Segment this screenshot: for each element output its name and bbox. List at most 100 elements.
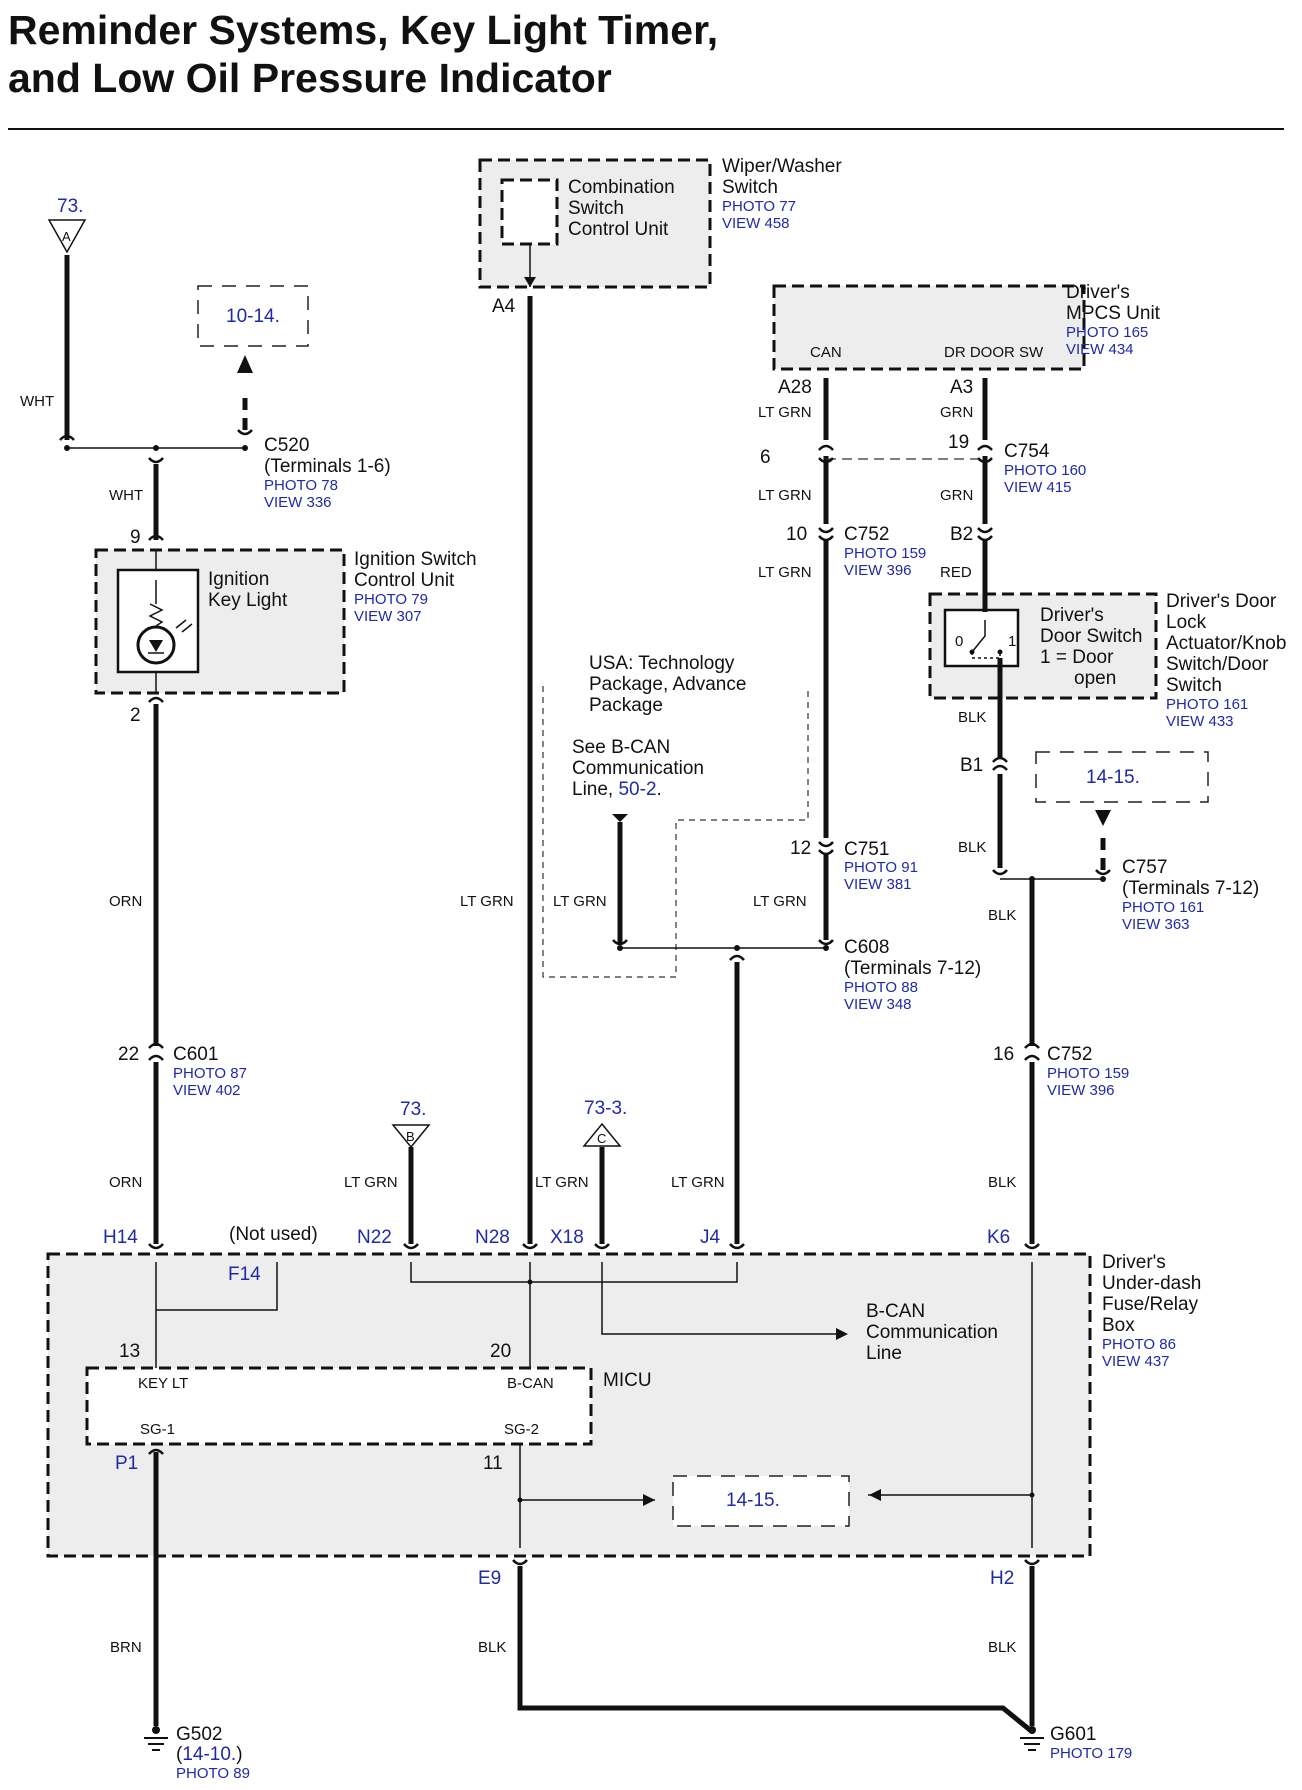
c520-sub: (Terminals 1-6) bbox=[264, 456, 391, 477]
micu-box bbox=[85, 1366, 593, 1446]
wire-color-ltgrn-c608: LT GRN bbox=[753, 893, 807, 910]
wire-color-ltgrn-a4: LT GRN bbox=[460, 893, 514, 910]
fuse-pin-n28: N28 bbox=[475, 1227, 510, 1248]
fuse-box-name-4: Box bbox=[1102, 1315, 1135, 1336]
door-lock-name-2: Lock bbox=[1166, 612, 1207, 633]
door-switch-pos-1: 1 bbox=[1008, 633, 1016, 650]
ref-letter-c: C bbox=[597, 1131, 606, 1146]
door-lock-photo: PHOTO 161 bbox=[1166, 696, 1248, 713]
c520-view: VIEW 336 bbox=[264, 494, 332, 511]
micu-bcan: B-CAN bbox=[507, 1375, 554, 1392]
pin-c601-22: 22 bbox=[118, 1044, 139, 1065]
junction-dot bbox=[617, 945, 623, 951]
c520-name: C520 bbox=[264, 435, 309, 456]
ground-g601 bbox=[1020, 1726, 1044, 1751]
bcan-line-3: Line bbox=[866, 1343, 902, 1364]
wire-color-wht-2: WHT bbox=[109, 487, 143, 504]
fuse-line-n22-j4 bbox=[410, 1262, 738, 1283]
comb-unit-line-3: Control Unit bbox=[568, 219, 669, 240]
comb-unit-line-1: Combination bbox=[568, 177, 675, 198]
door-switch-inner-4: open bbox=[1074, 668, 1116, 689]
c608-photo: PHOTO 88 bbox=[844, 979, 918, 996]
arrow-14-15-right bbox=[869, 1489, 881, 1501]
wire-color-ltgrn-usa: LT GRN bbox=[553, 893, 607, 910]
mpcs-unit-box bbox=[772, 284, 1086, 371]
ref-box-10-14 bbox=[197, 285, 309, 347]
mpcs-photo: PHOTO 165 bbox=[1066, 324, 1148, 341]
door-switch-inner-1: Driver's bbox=[1040, 605, 1104, 626]
mpcs-name-2: MPCS Unit bbox=[1066, 303, 1161, 324]
ref-b-triangle bbox=[391, 1124, 431, 1149]
micu-key-lt: KEY LT bbox=[138, 1375, 188, 1392]
pin-c751-12: 12 bbox=[790, 838, 811, 859]
c601-name: C601 bbox=[173, 1044, 218, 1065]
g502-ref-close: ) bbox=[236, 1744, 242, 1765]
fuse-box-photo: PHOTO 86 bbox=[1102, 1336, 1176, 1353]
g502-ref-link[interactable]: 14-10. bbox=[182, 1744, 236, 1765]
wire-color-blk-2: BLK bbox=[958, 839, 986, 856]
door-switch-inner-3: 1 = Door bbox=[1040, 647, 1114, 668]
mpcs-view: VIEW 434 bbox=[1066, 341, 1134, 358]
wire-color-blk-3: BLK bbox=[988, 907, 1016, 924]
connector-marks bbox=[59, 429, 1111, 1566]
diagram-title: Reminder Systems, Key Light Timer, and L… bbox=[8, 6, 718, 102]
g502-ref: (14-10.) bbox=[176, 1744, 243, 1765]
ign-name-1: Ignition Switch bbox=[354, 549, 477, 570]
comb-arrow bbox=[524, 277, 536, 287]
ground-g502 bbox=[144, 1726, 168, 1751]
usa-note-6-link[interactable]: 50-2 bbox=[618, 779, 656, 800]
c754-photo: PHOTO 160 bbox=[1004, 462, 1086, 479]
c757-view: VIEW 363 bbox=[1122, 916, 1190, 933]
ref-14-15-top: 14-15. bbox=[1086, 767, 1140, 788]
c754-view: VIEW 415 bbox=[1004, 479, 1072, 496]
micu-pin-13: 13 bbox=[119, 1341, 140, 1362]
ref-73-a: 73. bbox=[57, 196, 83, 217]
pin-ign-2: 2 bbox=[130, 705, 141, 726]
wire-color-ltgrn-c752: LT GRN bbox=[758, 564, 812, 581]
c751-name: C751 bbox=[844, 839, 889, 860]
door-lock-view: VIEW 433 bbox=[1166, 713, 1234, 730]
fuse-box-view: VIEW 437 bbox=[1102, 1353, 1170, 1370]
usa-note-5: Communication bbox=[572, 758, 704, 779]
fuse-pin-x18: X18 bbox=[550, 1227, 584, 1248]
c752-bot-photo: PHOTO 159 bbox=[1047, 1065, 1129, 1082]
comb-unit-line-2: Switch bbox=[568, 198, 624, 219]
wire-color-blk-4: BLK bbox=[988, 1174, 1016, 1191]
usa-package-outline bbox=[542, 686, 809, 978]
wire-color-ltgrn-c754: LT GRN bbox=[758, 487, 812, 504]
title-rule bbox=[8, 128, 1284, 130]
pin-c752-16: 16 bbox=[993, 1044, 1014, 1065]
title-line-1: Reminder Systems, Key Light Timer, bbox=[8, 7, 719, 53]
fuse-box-name-1: Driver's bbox=[1102, 1252, 1166, 1273]
pin-c752-b2: B2 bbox=[950, 524, 973, 545]
wiper-photo: PHOTO 77 bbox=[722, 198, 796, 215]
bcan-line-1: B-CAN bbox=[866, 1301, 925, 1322]
wiper-name-2: Switch bbox=[722, 177, 778, 198]
fuse-pin-not-used: (Not used) bbox=[229, 1224, 318, 1245]
wiper-name-1: Wiper/Washer bbox=[722, 156, 842, 177]
pin-a28: A28 bbox=[778, 377, 812, 398]
micu-sg2: SG-2 bbox=[504, 1421, 539, 1438]
ign-photo: PHOTO 79 bbox=[354, 591, 428, 608]
wire-color-blk-1: BLK bbox=[958, 709, 986, 726]
junction-dot bbox=[823, 945, 829, 951]
wire-color-orn-1: ORN bbox=[109, 893, 142, 910]
pin-a4: A4 bbox=[492, 296, 516, 317]
usa-note-6: Line, 50-2. bbox=[572, 779, 662, 800]
key-light-bulb bbox=[136, 580, 193, 665]
fuse-pin-j4: J4 bbox=[700, 1227, 721, 1248]
door-switch-inner-2: Door Switch bbox=[1040, 626, 1142, 647]
ref-c-triangle bbox=[582, 1122, 622, 1147]
fuse-pin-e9: E9 bbox=[478, 1568, 501, 1589]
junction-dot bbox=[517, 1497, 523, 1503]
c751-view: VIEW 381 bbox=[844, 876, 912, 893]
ign-inner-2: Key Light bbox=[208, 590, 288, 611]
c757-name: C757 bbox=[1122, 857, 1167, 878]
c754-name: C754 bbox=[1004, 441, 1050, 462]
micu-name: MICU bbox=[603, 1370, 652, 1391]
ref-10-14: 10-14. bbox=[226, 306, 280, 327]
fuse-box-name-2: Under-dash bbox=[1102, 1273, 1201, 1294]
micu-sg1: SG-1 bbox=[140, 1421, 175, 1438]
junction-dot bbox=[734, 945, 740, 951]
